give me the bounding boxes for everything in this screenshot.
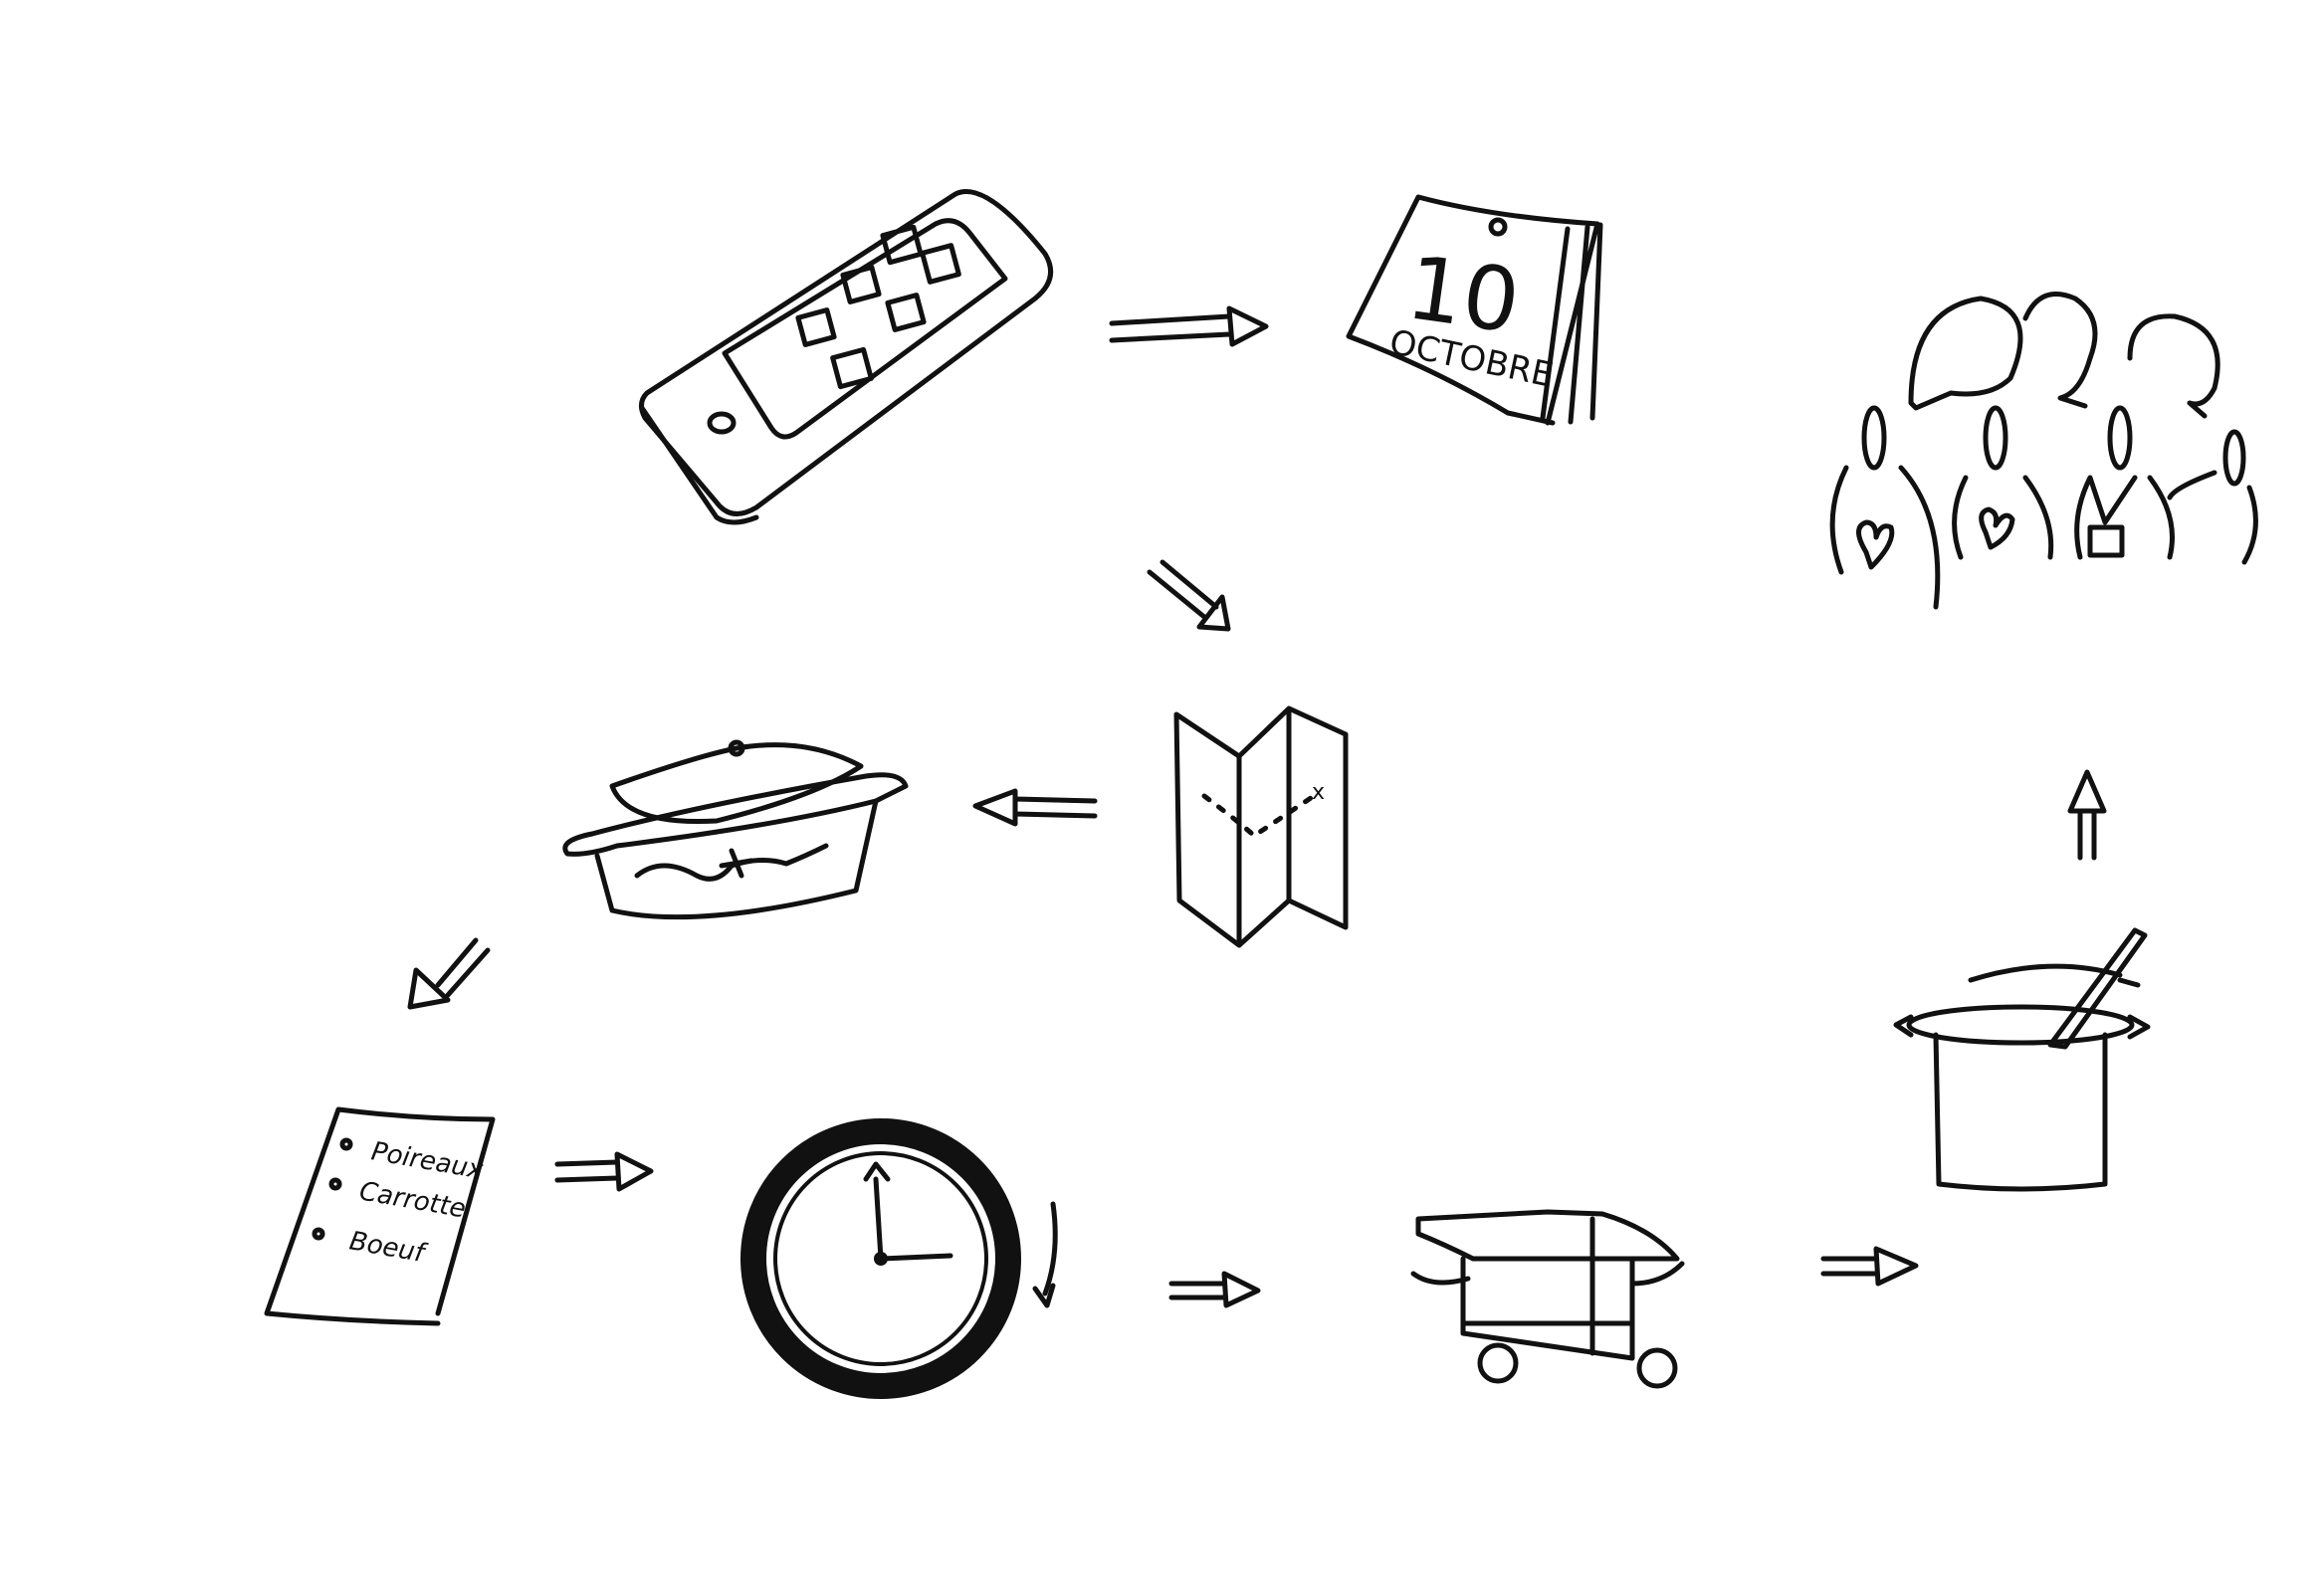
food-cart-icon — [1410, 1209, 1685, 1389]
smartphone-icon — [639, 189, 1054, 525]
clock-icon — [740, 1118, 1058, 1399]
casserole-dish-icon — [562, 739, 909, 920]
calendar-day: 10 — [1401, 236, 1526, 353]
arrow-right-icon — [1168, 1271, 1261, 1308]
arrow-up-icon — [2067, 769, 2107, 861]
shopping-list-icon: Poireaux Carrotte Boeuf — [264, 1106, 496, 1326]
calendar-icon: 10 OCTOBRE — [1346, 194, 1603, 426]
people-group-icon — [1829, 292, 2258, 610]
arrow-down-left-icon — [407, 937, 491, 1010]
list-item: Poireaux — [369, 1136, 486, 1185]
map-icon: x — [1173, 705, 1349, 948]
arrow-down-right-icon — [1147, 559, 1231, 632]
cooking-pot-icon — [1893, 927, 2151, 1192]
svg-text:x: x — [1312, 780, 1325, 805]
arrow-right-icon — [554, 1151, 654, 1192]
arrow-right-icon — [1109, 305, 1269, 347]
arrow-left-icon — [972, 788, 1098, 827]
list-item: Carrotte — [357, 1176, 468, 1224]
list-item: Boeuf — [347, 1226, 430, 1269]
arrow-right-icon — [1820, 1246, 1919, 1287]
